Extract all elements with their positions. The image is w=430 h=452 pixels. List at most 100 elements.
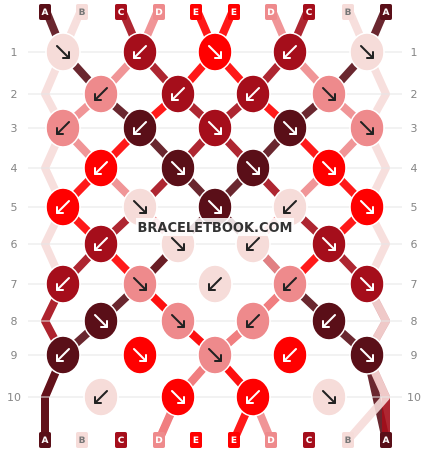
thread-color-swatch [380, 432, 392, 448]
knot [349, 187, 385, 227]
row-label-right: 10 [407, 391, 421, 404]
knot-arrowhead-icon [283, 206, 291, 214]
knot-arrowhead-icon [328, 167, 336, 175]
knot-arrowhead-icon [171, 93, 179, 101]
bottom-thread-label: B [342, 432, 354, 448]
knot-arrow-icon [94, 161, 108, 175]
knot [349, 108, 385, 148]
knot-arrow-icon [208, 348, 222, 362]
thread-letter: D [267, 8, 274, 18]
thread-letter: B [79, 8, 86, 18]
knot-arrow-icon [283, 121, 297, 135]
top-thread-label: B [342, 4, 354, 20]
knot-arrow-icon [133, 45, 147, 59]
knot-arrow-icon [56, 277, 70, 291]
thread-color-swatch [39, 4, 51, 20]
row-label-left: 4 [11, 162, 18, 175]
bottom-thread-label: C [303, 432, 315, 448]
knot-arrowhead-icon [328, 93, 336, 101]
thread-letter: A [42, 8, 49, 18]
thread-letter: A [383, 8, 390, 18]
bottom-thread-label: B [76, 432, 88, 448]
knot-arrowhead-icon [289, 127, 297, 135]
knot [160, 74, 196, 114]
thread-letter: D [155, 436, 162, 446]
knot [311, 301, 347, 341]
knot [235, 148, 271, 188]
thread-letter: C [306, 436, 313, 446]
knot-arrowhead-icon [62, 51, 70, 59]
knot-arrowhead-icon [366, 127, 374, 135]
thread-letter: C [118, 8, 125, 18]
knot-arrow-icon [360, 200, 374, 214]
row-label-left: 6 [11, 238, 18, 251]
knot-arrow-icon [283, 45, 297, 59]
knot-arrowhead-icon [246, 243, 254, 251]
knot-arrow-icon [94, 390, 108, 404]
bottom-thread-label: D [153, 432, 165, 448]
knot [83, 301, 119, 341]
knot-arrow-icon [322, 314, 336, 328]
row-label-right: 1 [411, 46, 418, 59]
row-label-right: 6 [411, 238, 418, 251]
thread-color-swatch [190, 4, 202, 20]
knot [45, 187, 81, 227]
thread-letter: D [267, 436, 274, 446]
watermark-text: BRACELETBOOK.COM [138, 221, 293, 236]
thread-letter: A [383, 436, 390, 446]
row-label-right: 7 [411, 278, 418, 291]
knot-arrow-icon [94, 314, 108, 328]
knot-arrow-icon [56, 45, 70, 59]
thread-color-swatch [190, 432, 202, 448]
knot-arrowhead-icon [56, 127, 64, 135]
thread-color-swatch [303, 4, 315, 20]
knot-arrowhead-icon [139, 354, 147, 362]
knot-arrow-icon [246, 314, 260, 328]
knot-arrowhead-icon [246, 320, 254, 328]
knot-arrowhead-icon [56, 354, 64, 362]
knot-arrow-icon [360, 45, 374, 59]
thread-color-swatch [228, 432, 240, 448]
knot-arrowhead-icon [94, 93, 102, 101]
knot [235, 74, 271, 114]
knot-arrowhead-icon [328, 243, 336, 251]
knot [311, 224, 347, 264]
knot [45, 264, 81, 304]
row-label-left: 2 [11, 88, 18, 101]
knot-arrowhead-icon [322, 320, 330, 328]
row-label-left: 1 [11, 46, 18, 59]
knot [45, 32, 81, 72]
knot-arrowhead-icon [214, 51, 222, 59]
knot [197, 32, 233, 72]
knot [235, 301, 271, 341]
thread-color-swatch [153, 4, 165, 20]
knot [197, 108, 233, 148]
knot [272, 32, 308, 72]
knot [83, 377, 119, 417]
knot-arrowhead-icon [214, 127, 222, 135]
knot [272, 335, 308, 375]
knot [349, 264, 385, 304]
thread-letter: C [118, 436, 125, 446]
knot-arrowhead-icon [94, 243, 102, 251]
knot [160, 377, 196, 417]
knot [122, 335, 158, 375]
knot-arrowhead-icon [246, 396, 254, 404]
knot-arrow-icon [133, 348, 147, 362]
top-thread-label: E [190, 4, 202, 20]
thread-letter: E [193, 436, 199, 446]
knot-arrow-icon [322, 161, 336, 175]
row-label-right: 4 [411, 162, 418, 175]
row-label-left: 10 [7, 391, 21, 404]
knot-arrow-icon [283, 200, 297, 214]
top-thread-label: C [303, 4, 315, 20]
knot-arrowhead-icon [246, 93, 254, 101]
knot [311, 74, 347, 114]
row-label-left: 8 [11, 315, 18, 328]
row-label-right: 3 [411, 122, 418, 135]
thread-letter: E [193, 8, 199, 18]
knot-arrowhead-icon [177, 243, 185, 251]
knot-grid [45, 32, 385, 417]
knot-arrowhead-icon [208, 283, 216, 291]
thread-color-swatch [342, 432, 354, 448]
